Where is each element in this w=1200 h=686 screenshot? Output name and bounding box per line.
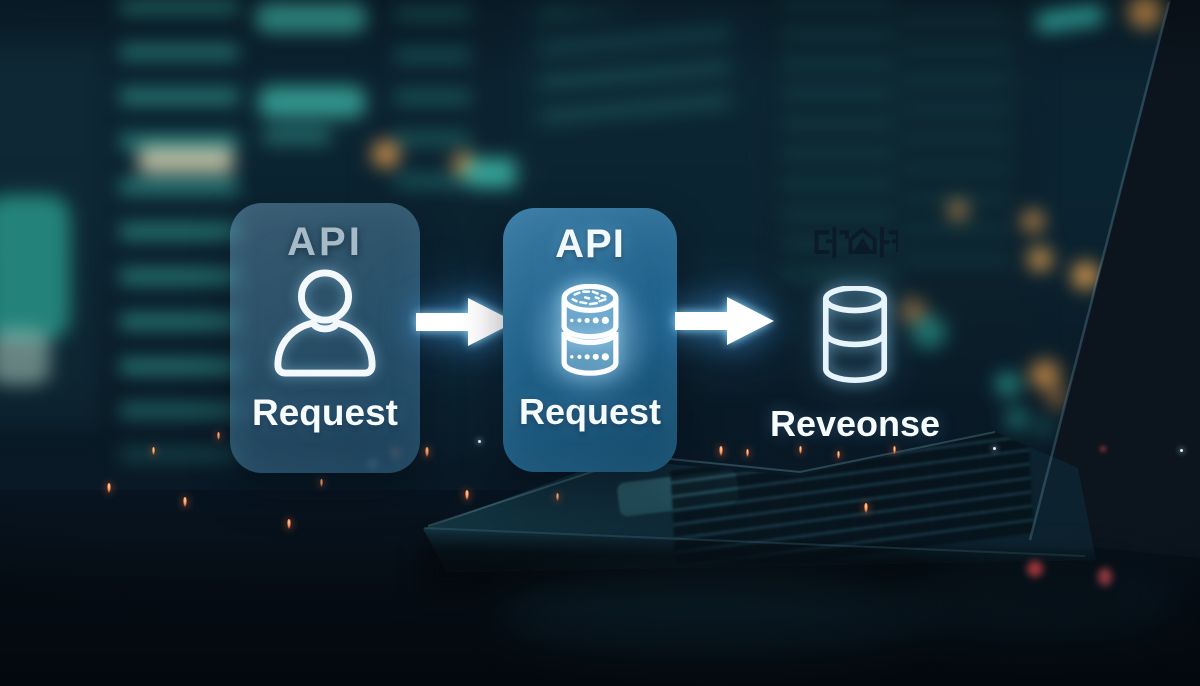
arrow-right-icon: [675, 297, 774, 345]
arrow-right-icon: [416, 298, 515, 346]
response-group: Reveonse: [765, 224, 945, 446]
database-icon: [561, 284, 619, 376]
request-label: Request: [252, 392, 398, 433]
user-icon: [274, 269, 376, 377]
database-cylinder-icon: [822, 286, 888, 384]
api-label: API: [287, 220, 363, 264]
response-label: Reveonse: [769, 403, 941, 444]
api-label: API: [555, 222, 625, 266]
request-card-user: API Request: [230, 203, 420, 473]
corrupted-glyph-icon: [814, 226, 898, 258]
request-card-api: API Request: [503, 208, 677, 472]
request-label: Request: [518, 391, 662, 432]
